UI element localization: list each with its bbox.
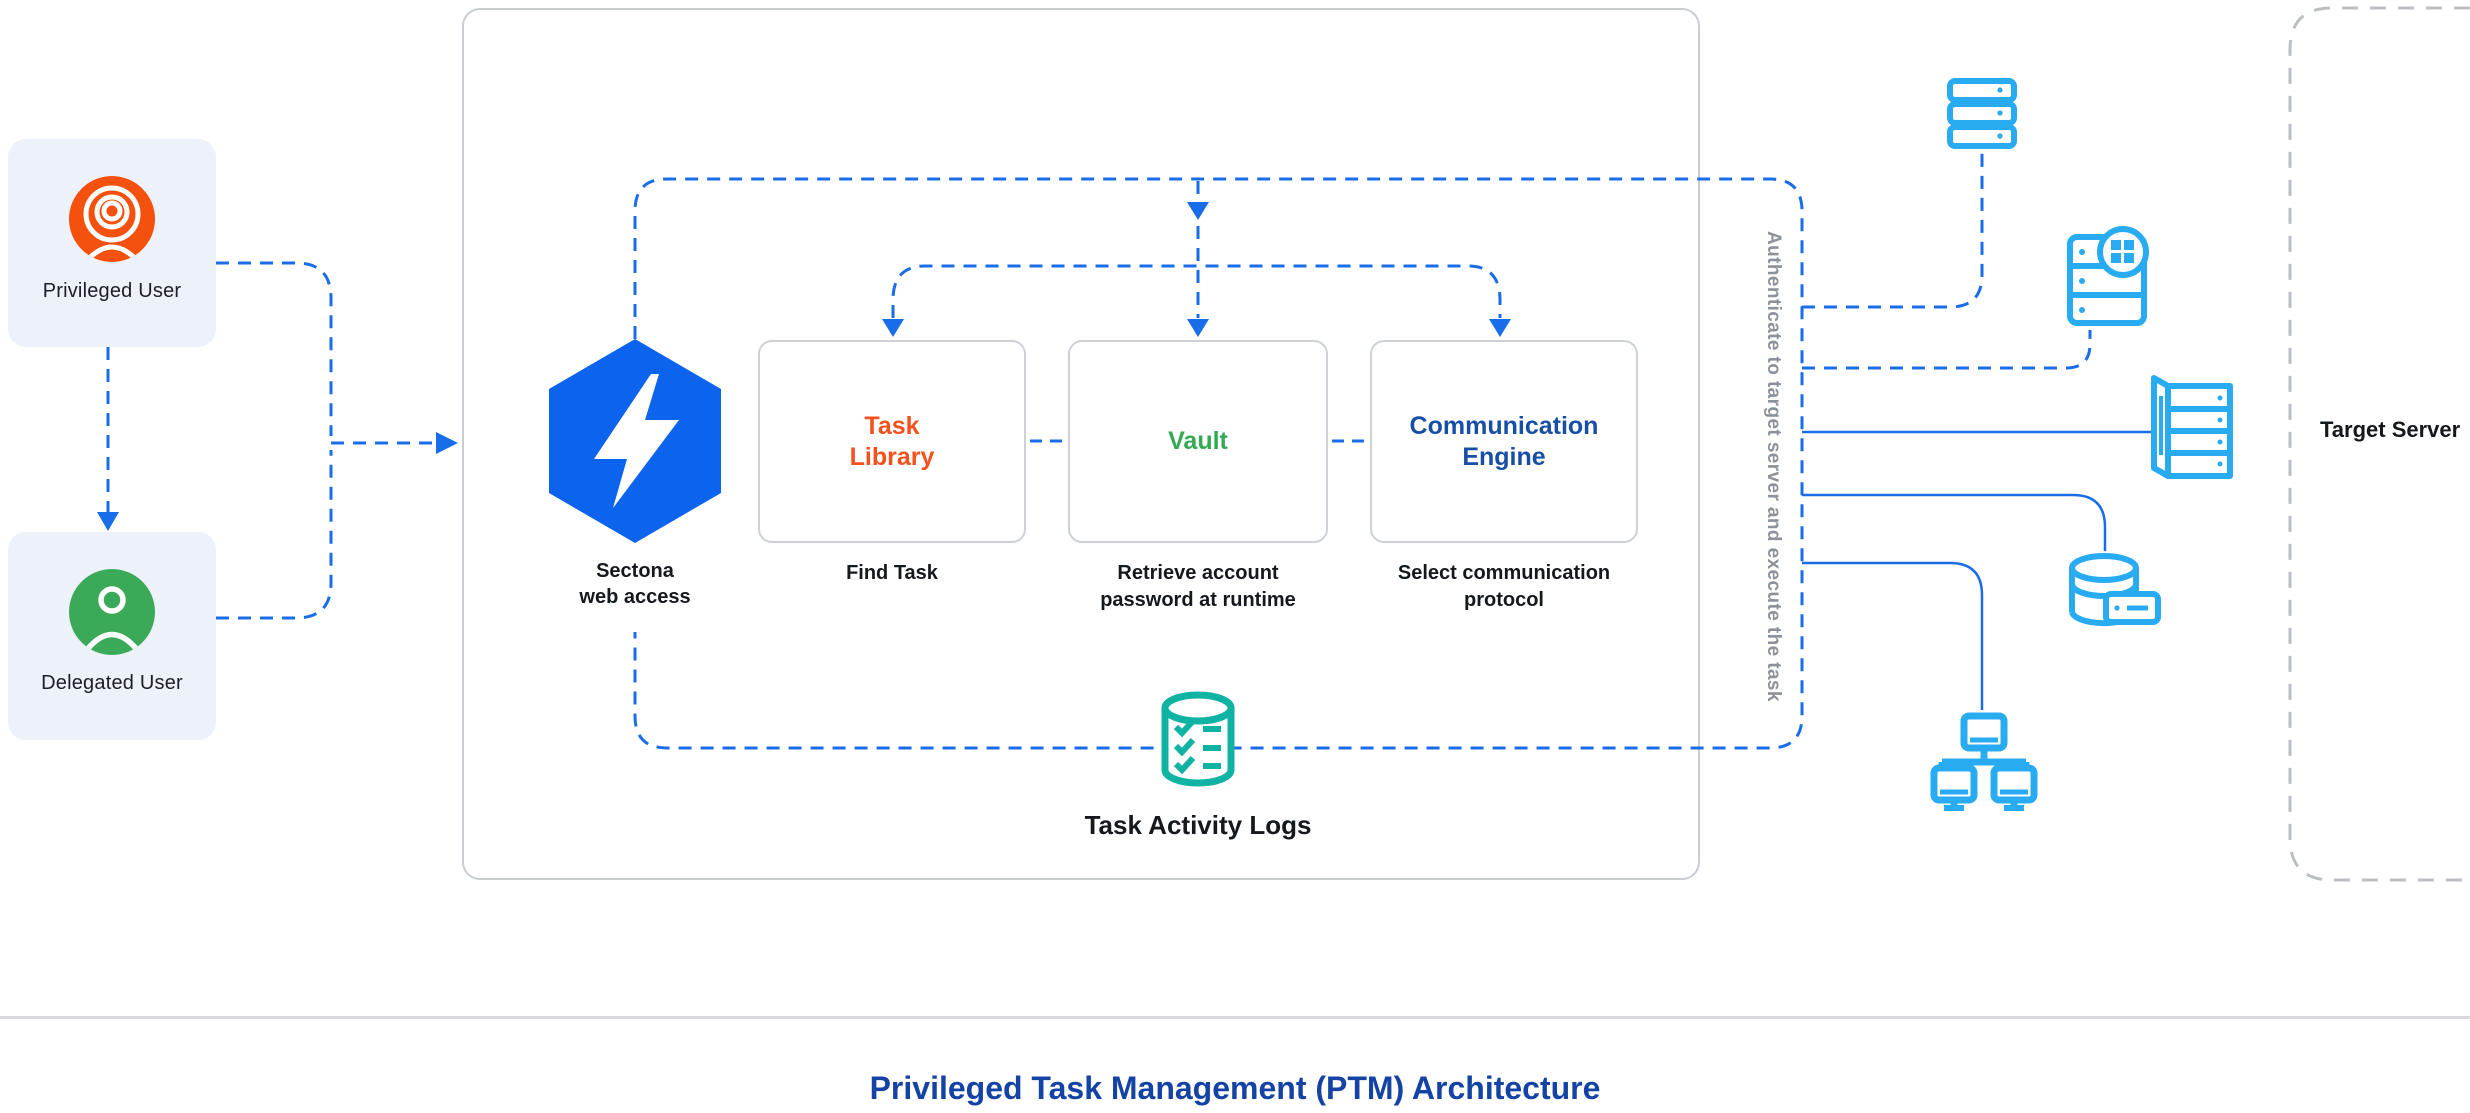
workstation-cluster-icon bbox=[1930, 712, 2038, 811]
database-server-icon bbox=[2069, 553, 2161, 627]
privileged-user-icon bbox=[69, 176, 155, 262]
module-title: Task bbox=[864, 411, 920, 440]
tower-server-icon bbox=[2151, 375, 2233, 479]
caption-select-protocol: Select communication protocol bbox=[1370, 560, 1638, 614]
connector-to-workstation-cluster bbox=[1802, 561, 1984, 710]
module-title: Communication bbox=[1409, 411, 1599, 440]
connector-to-vault bbox=[1187, 181, 1209, 337]
connector-privileged-to-delegated bbox=[97, 347, 119, 531]
connector-to-windows-server bbox=[1802, 330, 2092, 370]
caption-line: Find Task bbox=[846, 562, 938, 584]
delegated-user-icon bbox=[69, 569, 155, 655]
module-box-vault: Vault bbox=[1068, 340, 1328, 543]
sectona-web-access-label: Sectona web access bbox=[535, 558, 735, 610]
connector-to-task-library-and-engine bbox=[882, 264, 1511, 337]
caption-line: password at runtime bbox=[1100, 589, 1296, 611]
target-server-group-frame bbox=[2288, 6, 2470, 882]
footer-divider bbox=[0, 1016, 2470, 1019]
connector-to-rack-server bbox=[1802, 152, 1984, 309]
connector-platform-loop bbox=[633, 177, 1804, 750]
module-title: Vault bbox=[1168, 427, 1228, 455]
target-server-label: Target Server bbox=[2320, 417, 2461, 442]
delegated-user-label: Delegated User bbox=[41, 672, 183, 694]
sectona-hexagon-bolt-icon bbox=[549, 339, 721, 543]
page-title: Privileged Task Management (PTM) Archite… bbox=[869, 1070, 1601, 1106]
connector-to-database-server bbox=[1802, 493, 2107, 551]
privileged-user-label: Privileged User bbox=[42, 280, 182, 302]
caption-retrieve-password: Retrieve account password at runtime bbox=[1068, 560, 1328, 614]
windows-server-icon bbox=[2067, 226, 2149, 326]
task-activity-logs-label: Task Activity Logs bbox=[1084, 810, 1312, 840]
platform-name-line: web access bbox=[579, 586, 691, 608]
caption-line: Retrieve account bbox=[1117, 562, 1279, 584]
caption-find-task: Find Task bbox=[758, 560, 1026, 587]
authenticate-note: Authenticate to target server and execut… bbox=[1763, 230, 1784, 702]
module-title: Engine bbox=[1462, 442, 1546, 471]
caption-line: Select communication bbox=[1397, 562, 1611, 584]
module-box-task-library: Task Library bbox=[758, 340, 1026, 543]
rack-server-icon bbox=[1947, 78, 2017, 149]
caption-line: protocol bbox=[1464, 589, 1544, 611]
platform-name-line: Sectona bbox=[596, 560, 674, 582]
module-title: Library bbox=[849, 442, 935, 471]
task-activity-logs-icon bbox=[1161, 691, 1235, 787]
connector-users-to-platform bbox=[216, 261, 458, 620]
module-box-communication-engine: Communication Engine bbox=[1370, 340, 1638, 543]
